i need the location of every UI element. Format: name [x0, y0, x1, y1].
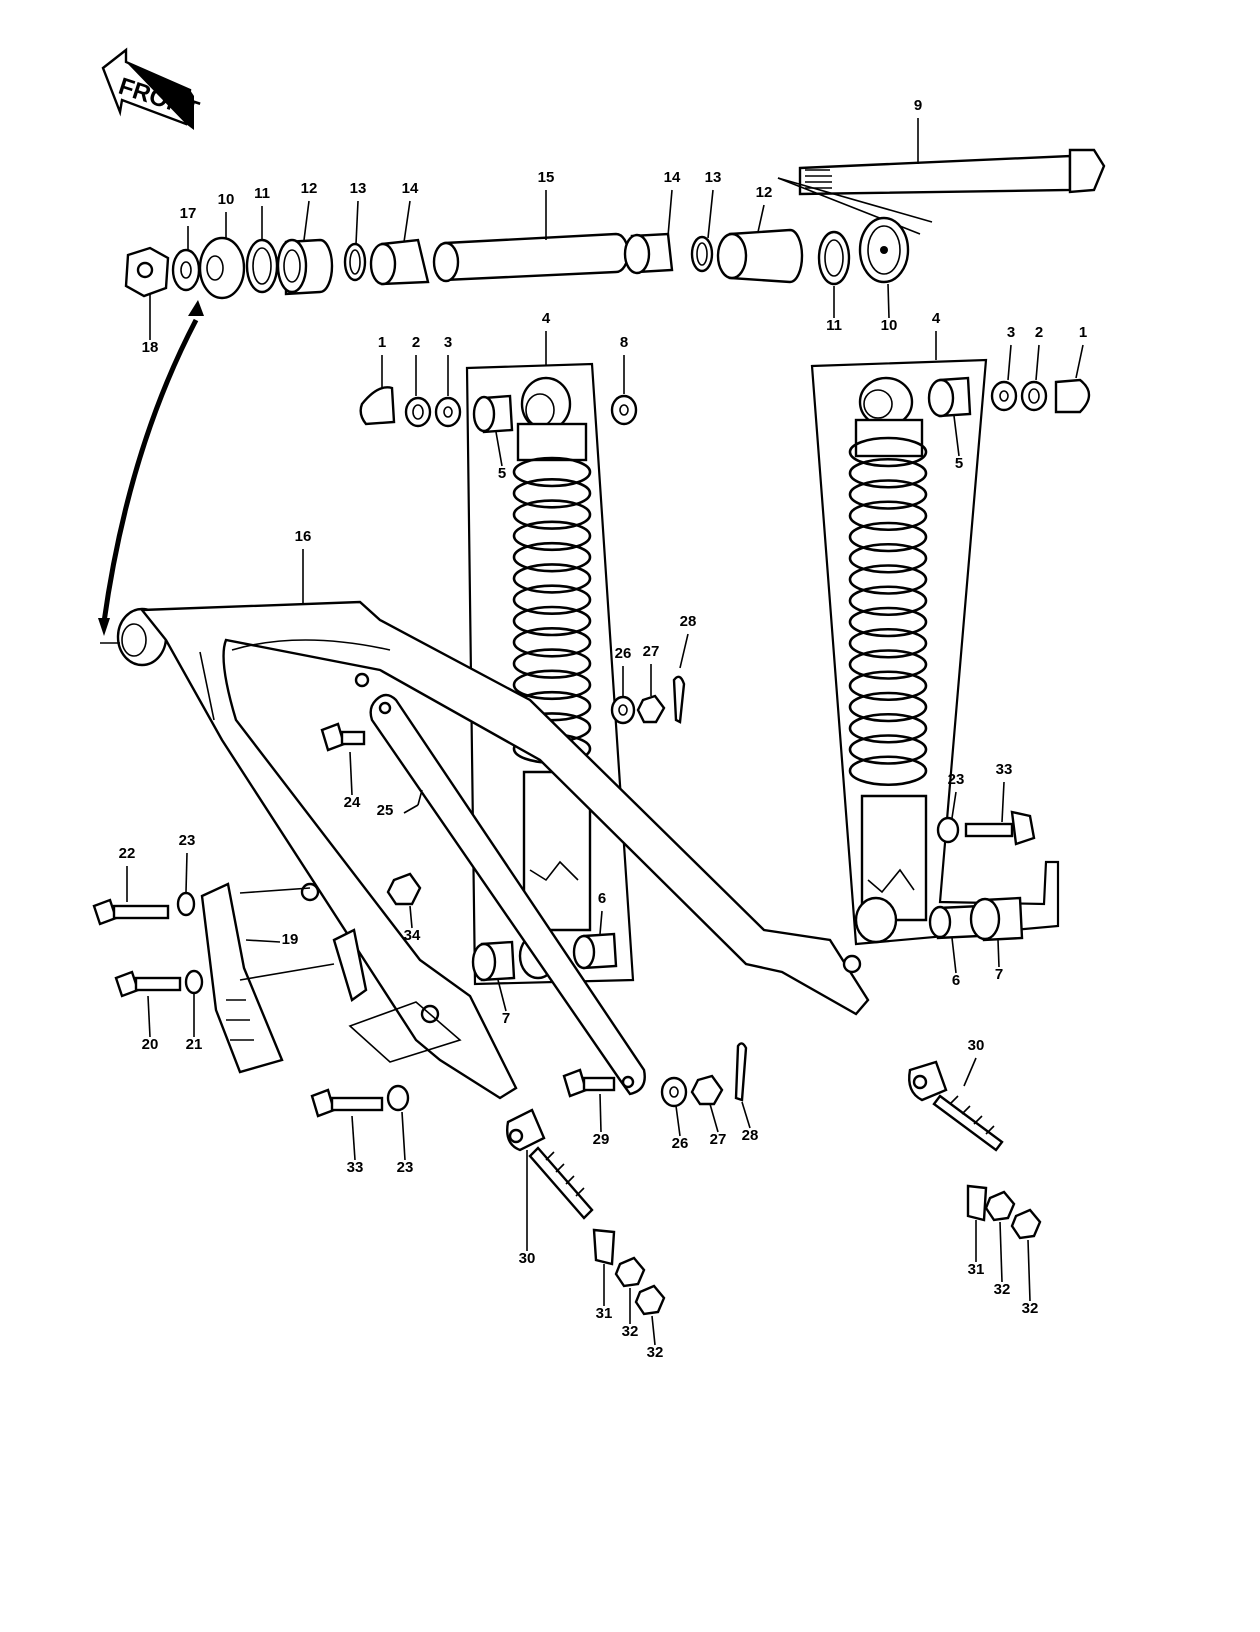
callout-c6b: 6	[952, 972, 960, 989]
callout-c4b: 4	[932, 310, 941, 327]
spring-coil	[848, 606, 928, 638]
callout-c22: 22	[119, 845, 136, 862]
callout-c32a: 32	[622, 1323, 639, 1340]
callout-c3a: 3	[444, 334, 452, 351]
front-arrow-icon: FRONT	[101, 47, 203, 130]
chain-adjuster-right	[908, 1057, 1042, 1302]
spring-coil	[512, 499, 592, 530]
spring-coil	[848, 755, 928, 787]
spring-coil	[848, 457, 928, 489]
callout-c9: 9	[914, 97, 922, 114]
spring-coil	[848, 712, 928, 744]
spring-coil	[848, 521, 928, 553]
callout-c32c: 32	[1022, 1300, 1039, 1317]
chain-adjuster-left	[506, 1108, 666, 1346]
callout-c23a: 23	[948, 771, 965, 788]
callout-c33b: 33	[347, 1159, 364, 1176]
callout-c14a: 14	[402, 180, 419, 197]
callout-c15: 15	[538, 169, 555, 186]
callout-c29: 29	[593, 1131, 610, 1148]
callout-c32b: 32	[994, 1281, 1011, 1298]
chain-guard-19	[200, 882, 368, 1074]
swing-arm-16	[100, 549, 870, 1100]
callout-c28b: 28	[742, 1127, 759, 1144]
callout-c5a: 5	[498, 465, 506, 482]
callout-c14b: 14	[664, 169, 681, 186]
callout-c6a: 6	[598, 890, 606, 907]
spring-coil	[848, 691, 928, 723]
callout-c7b: 7	[995, 966, 1003, 983]
shock-mount-hardware	[359, 344, 1091, 428]
spring-coil	[848, 734, 928, 765]
callout-c31b: 31	[968, 1261, 985, 1278]
callout-c27b: 27	[710, 1131, 727, 1148]
spring-coil	[848, 479, 928, 510]
callout-c23c: 23	[397, 1159, 414, 1176]
callout-c34: 34	[404, 927, 421, 944]
callout-c1a: 1	[378, 334, 386, 351]
callout-c33a: 33	[996, 761, 1013, 778]
callout-c12a: 12	[301, 180, 318, 197]
spring-coil	[848, 670, 928, 702]
spring-coil	[848, 564, 928, 595]
spring-coil	[512, 520, 592, 552]
spring-coil	[512, 584, 592, 616]
callout-c21: 21	[186, 1036, 203, 1053]
left-shock-absorber	[465, 331, 635, 1012]
spring-coil	[848, 649, 928, 680]
callout-c23b: 23	[179, 832, 196, 849]
fasteners	[92, 633, 1036, 1161]
spring-coil	[848, 436, 928, 468]
spring-coil	[512, 563, 592, 594]
spring-coil	[848, 500, 928, 532]
callout-c17: 17	[180, 205, 197, 222]
spring-coil	[848, 627, 928, 659]
spring-coil	[848, 542, 928, 574]
callout-c31a: 31	[596, 1305, 613, 1322]
callout-c20: 20	[142, 1036, 159, 1053]
spring-coil	[512, 648, 592, 679]
callout-c10b: 10	[881, 317, 898, 334]
spring-coil	[512, 456, 592, 488]
callout-c16: 16	[295, 528, 312, 545]
spring-coil	[512, 541, 592, 573]
right-shock-absorber	[810, 331, 1060, 974]
callout-c26b: 26	[672, 1135, 689, 1152]
callout-c1b: 1	[1079, 324, 1087, 341]
callout-c26a: 26	[615, 645, 632, 662]
callout-c3b: 3	[1007, 324, 1015, 341]
callout-c10a: 10	[218, 191, 235, 208]
callout-c4a: 4	[542, 310, 551, 327]
callout-c25: 25	[377, 802, 394, 819]
callout-c8: 8	[620, 334, 628, 351]
spring-coil	[512, 605, 592, 637]
torque-link-25	[369, 693, 646, 1096]
callout-c32d: 32	[647, 1344, 664, 1361]
callout-c2b: 2	[1035, 324, 1043, 341]
assembly-arrow	[98, 300, 204, 636]
spring-coil	[512, 669, 592, 701]
callout-c11a: 11	[254, 185, 270, 202]
callout-c24: 24	[344, 794, 361, 811]
callout-c11b: 11	[826, 317, 842, 334]
spring-coil	[512, 626, 592, 658]
callout-c12b: 12	[756, 184, 773, 201]
pivot-bushing-row	[124, 189, 910, 340]
callout-c30b: 30	[968, 1037, 985, 1054]
callout-c30a: 30	[519, 1250, 536, 1267]
pivot-shaft-9	[777, 118, 1106, 235]
callout-c13a: 13	[350, 180, 367, 197]
callout-c5b: 5	[955, 455, 963, 472]
callout-c27a: 27	[643, 643, 660, 660]
callout-c18: 18	[142, 339, 159, 356]
callout-c28a: 28	[680, 613, 697, 630]
callout-c13b: 13	[705, 169, 722, 186]
spring-coil	[512, 477, 592, 509]
callout-c19: 19	[282, 931, 299, 948]
callout-c2a: 2	[412, 334, 420, 351]
callout-c7a: 7	[502, 1010, 510, 1027]
spring-coil	[848, 585, 928, 617]
